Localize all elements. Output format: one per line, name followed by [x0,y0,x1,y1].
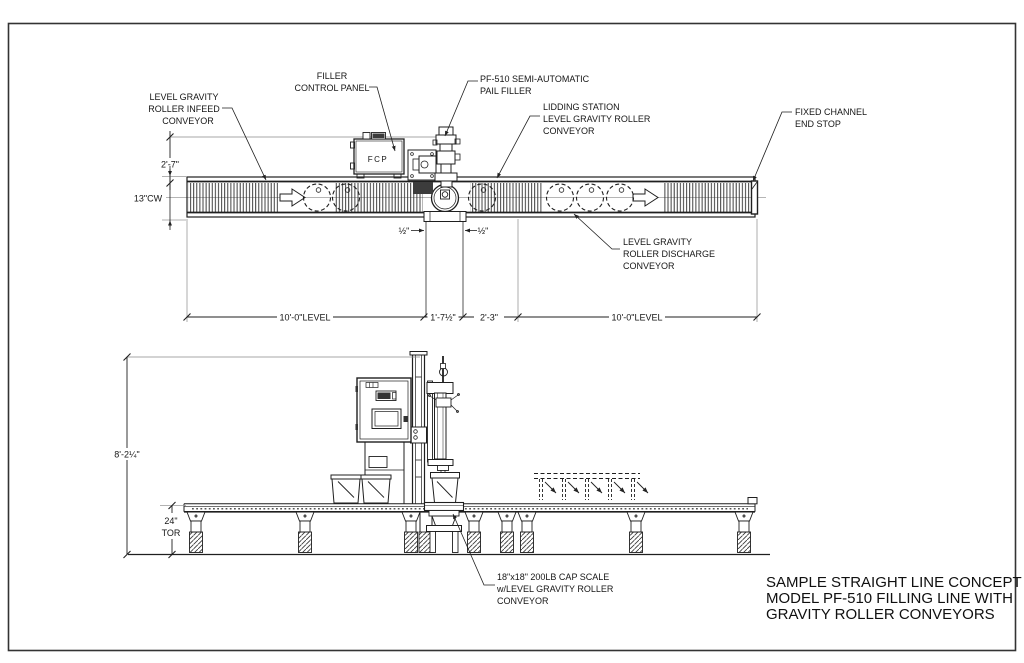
elevation-view: 8'-2¼" 24" TOR 18"x18" 200LB CAP SCALE w… [106,351,770,606]
flow-arrow-right-icon [632,188,659,207]
label-discharge-line2: ROLLER DISCHARGE [623,249,715,259]
dim-discharge-length: 10'-0"LEVEL [612,313,663,323]
dim-conveyor-height: 24" [164,516,177,526]
label-infeed-line1: LEVEL GRAVITY [149,92,218,102]
label-scale-line1: 18"x18" 200LB CAP SCALE [497,572,609,582]
label-lidding-line1: LIDDING STATION [543,102,620,112]
fcp-box-label: FCP [368,155,389,164]
leader-infeed [222,107,267,181]
leader-discharge [573,213,620,250]
dim-gap-left: ½" [399,226,410,236]
plan-fcp-panel: FCP [350,132,405,179]
plan-annotations: LEVEL GRAVITY ROLLER INFEED CONVEYOR FIL… [148,71,867,271]
dim-panel-offset: 2'-7" [161,160,179,170]
leader-pail-filler [444,80,478,137]
plan-end-stop [750,180,759,215]
plan-phantom-pails [302,183,635,212]
label-pail-filler-line1: PF-510 SEMI-AUTOMATIC [480,74,590,84]
title-line3: GRAVITY ROLLER CONVEYORS [766,606,995,623]
title-line2: MODEL PF-510 FILLING LINE WITH [766,590,1013,607]
scale-and-pail [423,472,465,553]
leader-lidding [496,115,540,179]
plan-filler-pail [430,183,460,213]
label-pail-filler-line2: PAIL FILLER [480,86,532,96]
plan-roller-sections [188,183,752,212]
plan-filler-machine [407,126,467,222]
leader-scale [452,513,495,586]
dim-ticks [183,313,761,321]
phantom-lid-row [534,473,649,500]
elevation-conveyor-rail [183,497,758,513]
title-block: SAMPLE STRAIGHT LINE CONCEPT MODEL PF-51… [766,574,1022,623]
label-lidding-line3: CONVEYOR [543,126,595,136]
plan-view: FCP [150,126,766,222]
label-fcp-line2: CONTROL PANEL [294,83,369,93]
dim-filler-section: 1'-7½" [430,313,455,323]
label-discharge-line3: CONVEYOR [623,261,675,271]
label-scale-line2: w/LEVEL GRAVITY ROLLER [496,584,614,594]
label-discharge-line1: LEVEL GRAVITY [623,237,692,247]
label-scale-line3: CONVEYOR [497,596,549,606]
sheet-border [7,22,1017,652]
elevation-pails [330,474,392,504]
plan-phantom-pail-spouts [315,187,625,193]
leader-fcp [369,86,396,152]
elevation-dimensions: 8'-2¼" 24" TOR [106,353,420,559]
dim-overall-height: 8'-2¼" [114,450,139,460]
elevation-end-stop [747,497,758,505]
dim-infeed-length: 10'-0"LEVEL [280,313,331,323]
label-end-stop-line1: FIXED CHANNEL [795,107,867,117]
label-lidding-line2: LEVEL GRAVITY ROLLER [543,114,651,124]
dim-conveyor-width: 13"CW [134,194,163,204]
label-fcp-line1: FILLER [317,71,348,81]
label-infeed-line2: ROLLER INFEED [148,104,220,114]
label-end-stop-line2: END STOP [795,119,841,129]
flow-arrow-right-icon [279,188,306,207]
dim-lidding-section: 2'-3" [480,313,498,323]
dim-conveyor-height-ref: TOR [162,528,181,538]
leader-end-stop [752,111,792,182]
conveyor-legs [186,511,754,553]
label-infeed-line3: CONVEYOR [162,116,214,126]
title-line1: SAMPLE STRAIGHT LINE CONCEPT [766,574,1022,591]
dim-gap-right: ½" [478,226,489,236]
plan-dimensions: 10'-0"LEVEL 1'-7½" 2'-3" 10'-0"LEVEL ½" … [130,131,761,323]
